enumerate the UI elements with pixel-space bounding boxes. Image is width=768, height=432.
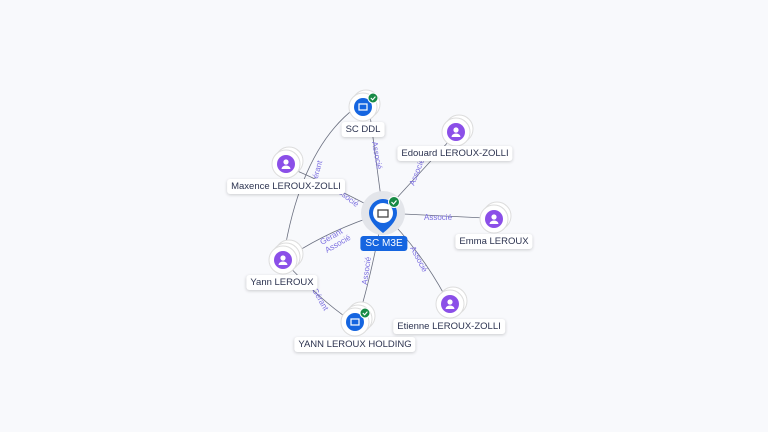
node-label[interactable]: YANN LEROUX HOLDING [294, 337, 416, 352]
person-node-etienne [435, 286, 468, 319]
node-label[interactable]: Yann LEROUX [246, 275, 318, 290]
edge-label: Associé [360, 256, 373, 286]
center-node[interactable] [361, 191, 405, 235]
edge-label: Gérant [310, 287, 330, 313]
building-icon [377, 209, 389, 218]
building-icon [358, 103, 368, 111]
building-icon [350, 318, 360, 326]
center-node-label[interactable]: SC M3E [360, 236, 408, 251]
person-icon [280, 255, 286, 261]
person-icon [453, 127, 459, 133]
person-node-yann [268, 239, 304, 275]
person-node-edouard [441, 114, 474, 147]
edge-label: Associé [408, 245, 429, 274]
edge-label: Associé [424, 213, 453, 222]
person-node-emma [479, 201, 512, 234]
person-icon [491, 214, 497, 220]
node-label[interactable]: Edouard LEROUX-ZOLLI [397, 146, 513, 161]
node-icons[interactable] [268, 89, 512, 337]
company-node-yann-holding [340, 301, 376, 337]
node-label[interactable]: Maxence LEROUX-ZOLLI [227, 179, 345, 194]
person-icon [283, 159, 289, 165]
verified-icon [367, 92, 379, 104]
verified-icon [388, 196, 400, 208]
edge-yann-scddl [282, 107, 356, 261]
edge-label: Associé [370, 141, 384, 171]
node-label[interactable]: SC DDL [341, 122, 385, 137]
edge-label: Associé [408, 157, 427, 187]
node-label[interactable]: Emma LEROUX [455, 234, 533, 249]
person-icon [447, 299, 453, 305]
person-node-maxence [271, 146, 304, 179]
company-node-sc-ddl [348, 89, 381, 122]
node-label[interactable]: Etienne LEROUX-ZOLLI [393, 319, 505, 334]
verified-icon [359, 307, 371, 319]
